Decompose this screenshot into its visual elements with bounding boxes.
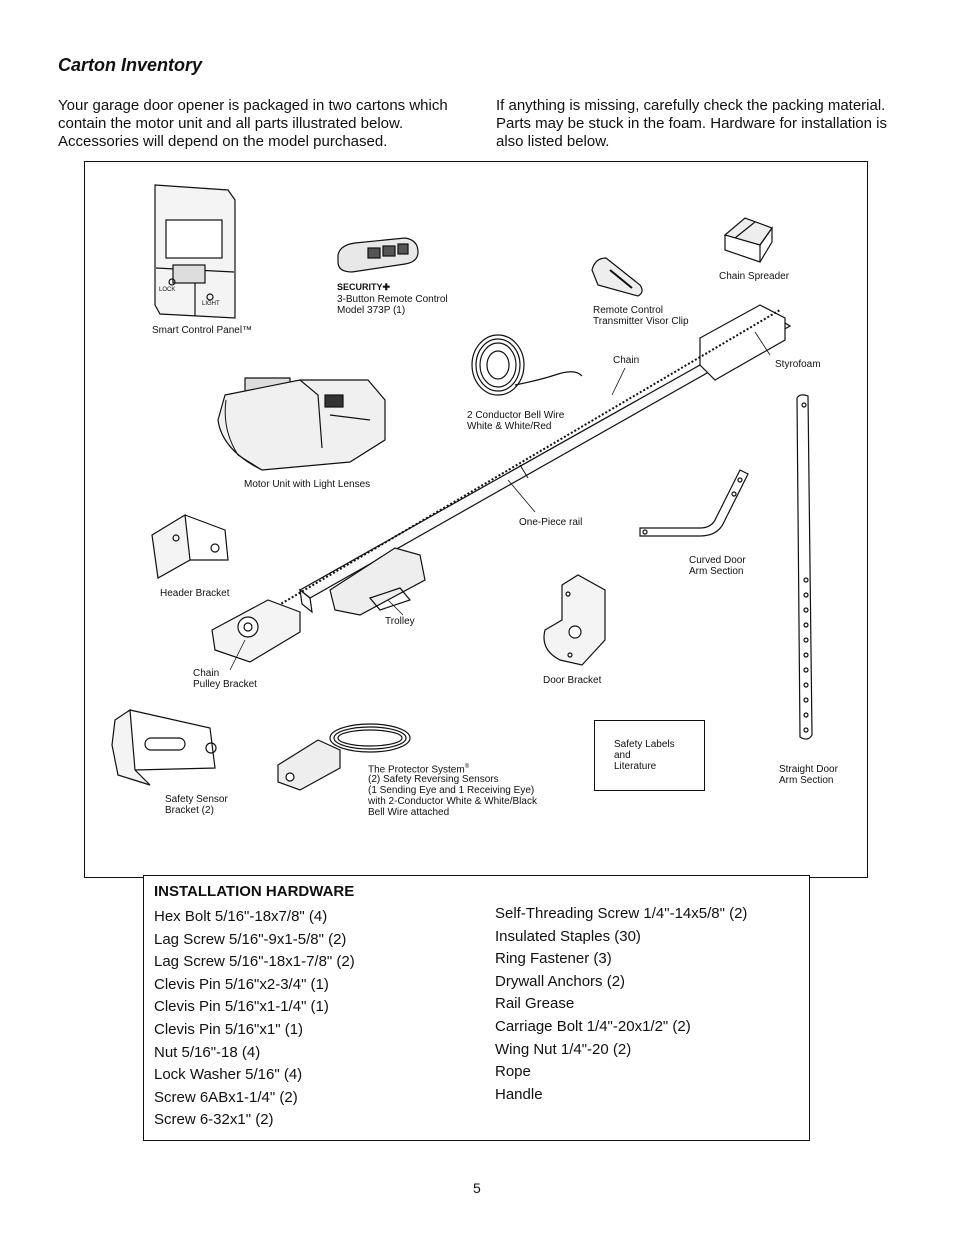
label-chain-spreader: Chain Spreader (719, 271, 790, 282)
label-panel-light: LIGHT (202, 301, 220, 307)
trolley-illustration (329, 547, 426, 616)
hardware-item: Carriage Bolt 1/4"-20x1/2" (2) (495, 1017, 691, 1035)
label-chain: Chain (613, 355, 640, 366)
smart-control-panel-illustration (154, 184, 236, 319)
curved-door-arm-illustration (639, 469, 749, 537)
motor-unit-illustration (217, 377, 386, 471)
intro-paragraph-right: If anything is missing, carefully check … (496, 97, 887, 150)
label-motor-unit: Motor Unit with Light Lenses (244, 479, 371, 490)
label-straight-door-arm: Straight Door Arm Section (779, 764, 838, 786)
label-header-bracket: Header Bracket (160, 588, 230, 599)
safety-sensor-illustration (277, 723, 411, 791)
hardware-item: Clevis Pin 5/16"x1-1/4" (1) (154, 998, 329, 1016)
installation-hardware-title: INSTALLATION HARDWARE (154, 883, 355, 900)
hardware-item: Clevis Pin 5/16"x2-3/4" (1) (154, 975, 329, 993)
hardware-item: Drywall Anchors (2) (495, 972, 626, 990)
chain-pulley-bracket-illustration (211, 599, 301, 663)
safety-sensor-bracket-illustration (111, 708, 217, 786)
hardware-item: Handle (495, 1085, 543, 1103)
safety-labels-box (594, 720, 705, 791)
label-chain-pulley-bracket: Chain Pulley Bracket (193, 668, 257, 690)
label-door-bracket: Door Bracket (543, 675, 602, 686)
hardware-list-left: Hex Bolt 5/16"-18x7/8" (4) Lag Screw 5/1… (154, 906, 355, 1132)
hardware-item: Screw 6-32x1" (2) (154, 1111, 274, 1129)
label-protector-system-title: The Protector System® (368, 764, 470, 776)
label-curved-door-arm: Curved Door Arm Section (689, 555, 746, 577)
label-protector-system-description: (2) Safety Reversing Sensors (1 Sending … (368, 774, 537, 818)
door-bracket-illustration (543, 574, 606, 666)
chain-spreader-illustration (723, 217, 773, 263)
installation-hardware-box (143, 875, 810, 1141)
label-panel-lock: LOCK (159, 287, 176, 293)
hardware-item: Hex Bolt 5/16"-18x7/8" (4) (154, 908, 328, 925)
one-piece-rail-illustration (239, 304, 792, 629)
page-title: Carton Inventory (58, 55, 203, 75)
hardware-item: Screw 6ABx1-1/4" (2) (154, 1088, 298, 1106)
visor-clip-illustration (591, 257, 643, 297)
hardware-item: Self-Threading Screw 1/4"-14x5/8" (2) (495, 905, 748, 922)
hardware-item: Lock Washer 5/16" (4) (154, 1066, 303, 1084)
hardware-item: Ring Fastener (3) (495, 950, 612, 968)
label-visor-clip: Remote Control Transmitter Visor Clip (593, 305, 689, 327)
label-styrofoam: Styrofoam (775, 359, 821, 370)
label-remote-description: 3-Button Remote Control Model 373P (1) (337, 294, 448, 316)
remote-control-illustration (337, 237, 419, 273)
hardware-item: Rail Grease (495, 995, 575, 1013)
hardware-item: Clevis Pin 5/16"x1" (1) (154, 1020, 304, 1038)
bell-wire-coil-illustration (471, 334, 583, 396)
label-bell-wire: 2 Conductor Bell Wire White & White/Red (467, 410, 565, 432)
label-safety-sensor-bracket: Safety Sensor Bracket (2) (165, 794, 228, 816)
hardware-item: Lag Screw 5/16"-18x1-7/8" (2) (154, 953, 355, 971)
label-trolley: Trolley (385, 616, 415, 627)
header-bracket-illustration (151, 513, 229, 579)
hardware-item: Wing Nut 1/4"-20 (2) (495, 1040, 632, 1058)
intro-paragraph-left: Your garage door opener is packaged in t… (58, 97, 448, 150)
hardware-item: Nut 5/16"-18 (4) (154, 1043, 261, 1061)
straight-door-arm-illustration (796, 394, 813, 740)
label-smart-control-panel: Smart Control Panel™ (152, 325, 253, 336)
label-one-piece-rail: One-Piece rail (519, 517, 583, 528)
hardware-item: Lag Screw 5/16"-9x1-5/8" (2) (154, 930, 347, 948)
hardware-item: Insulated Staples (30) (495, 927, 641, 945)
page-number: 5 (473, 1180, 481, 1196)
hardware-item: Rope (495, 1063, 531, 1081)
label-remote-brand: SECURITY✚ (337, 282, 391, 292)
label-safety-labels: Safety Labels and Literature (614, 739, 675, 772)
hardware-list-right: Self-Threading Screw 1/4"-14x5/8" (2) In… (495, 903, 747, 1106)
